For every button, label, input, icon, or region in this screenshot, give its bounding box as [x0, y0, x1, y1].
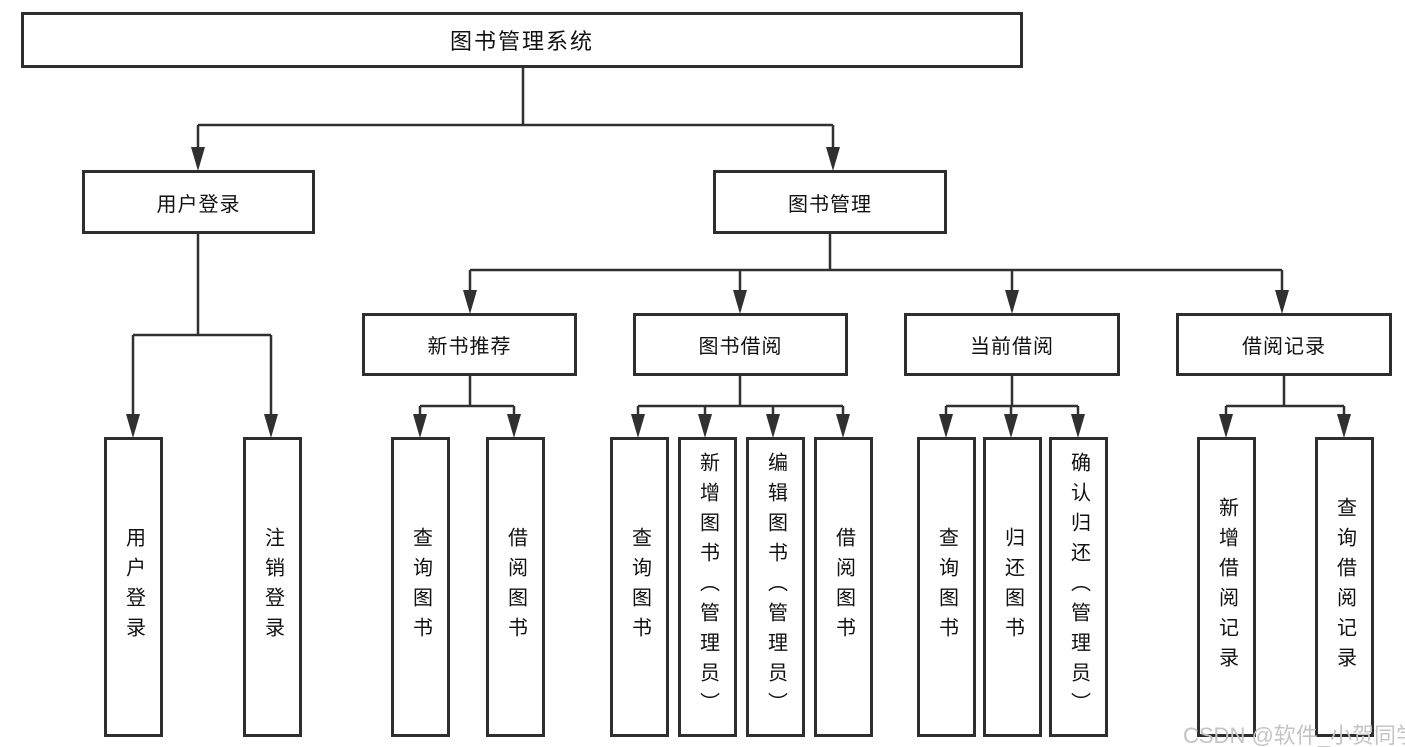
node-label: 用户登录 [156, 193, 241, 216]
leaf-query-books-current: 查询图书 [917, 437, 976, 737]
node-root-system: 图书管理系统 [21, 12, 1023, 68]
node-borrow-records: 借阅记录 [1176, 313, 1392, 376]
leaf-add-borrow-record: 新增借阅记录 [1197, 437, 1256, 737]
node-label: 图书管理系统 [449, 29, 594, 54]
arrow-down-icon [463, 290, 477, 314]
node-label: 新增借阅记录 [1215, 497, 1238, 677]
connector-book-borrow [636, 376, 845, 416]
node-label: 借阅图书 [832, 527, 855, 647]
leaf-query-books-borrow: 查询图书 [610, 437, 669, 737]
arrow-down-icon [939, 414, 953, 438]
leaf-borrow-book: 借阅图书 [814, 437, 873, 737]
connector-borrow-records [1224, 376, 1346, 416]
node-user-login: 用户登录 [82, 170, 315, 234]
arrow-down-icon [1005, 290, 1019, 314]
node-book-management: 图书管理 [713, 170, 947, 234]
connector-user-login [131, 234, 273, 415]
arrow-down-icon [1219, 414, 1233, 438]
node-book-borrow: 图书借阅 [633, 313, 848, 376]
arrow-down-icon [264, 414, 278, 438]
arrow-down-icon [1071, 414, 1085, 438]
connector-root [196, 68, 835, 148]
arrow-down-icon [191, 147, 205, 171]
arrow-down-icon [631, 414, 645, 438]
arrow-down-icon [698, 414, 712, 438]
leaf-return-book: 归还图书 [983, 437, 1042, 737]
node-current-borrow: 当前借阅 [904, 313, 1120, 376]
node-label: 查询图书 [628, 527, 651, 647]
node-label: 用户登录 [122, 527, 145, 647]
leaf-user-login: 用户登录 [104, 437, 163, 737]
node-label: 注销登录 [261, 527, 284, 647]
leaf-logout: 注销登录 [243, 437, 302, 737]
node-label: 借阅图书 [504, 527, 527, 647]
arrow-down-icon [413, 414, 427, 438]
leaf-query-books-recommend: 查询图书 [391, 437, 450, 737]
leaf-edit-book-admin: 编辑图书（管理员） [746, 437, 805, 737]
node-label: 确认归还（管理员） [1067, 452, 1090, 722]
arrow-down-icon [1275, 290, 1289, 314]
node-label: 新增图书（管理员） [696, 452, 719, 722]
leaf-add-book-admin: 新增图书（管理员） [678, 437, 737, 737]
arrow-down-icon [836, 414, 850, 438]
connector-new-book-recommend [418, 376, 516, 416]
arrow-down-icon [126, 414, 140, 438]
leaf-query-borrow-record: 查询借阅记录 [1315, 437, 1374, 737]
arrow-down-icon [766, 414, 780, 438]
node-label: 当前借阅 [970, 336, 1054, 358]
leaf-confirm-return-admin: 确认归还（管理员） [1049, 437, 1108, 737]
connector-current-borrow [944, 376, 1080, 416]
node-new-book-recommend: 新书推荐 [362, 313, 577, 376]
connector-book-management [468, 234, 1284, 291]
node-label: 图书管理 [788, 193, 872, 216]
node-label: 新书推荐 [427, 336, 512, 358]
leaf-borrow-books-recommend: 借阅图书 [486, 437, 545, 737]
arrow-down-icon [826, 147, 840, 171]
node-label: 查询借阅记录 [1333, 497, 1356, 677]
node-label: 编辑图书（管理员） [764, 452, 787, 722]
node-label: 归还图书 [1001, 527, 1024, 647]
node-label: 查询图书 [409, 527, 432, 647]
node-label: 图书借阅 [698, 336, 783, 358]
arrow-down-icon [733, 290, 747, 314]
arrow-down-icon [1337, 414, 1351, 438]
node-label: 借阅记录 [1242, 336, 1326, 358]
csdn-watermark: CSDN @软件_小贺同学 [1183, 723, 1405, 747]
arrow-down-icon [507, 414, 521, 438]
node-label: 查询图书 [935, 527, 958, 647]
arrow-down-icon [1004, 414, 1018, 438]
